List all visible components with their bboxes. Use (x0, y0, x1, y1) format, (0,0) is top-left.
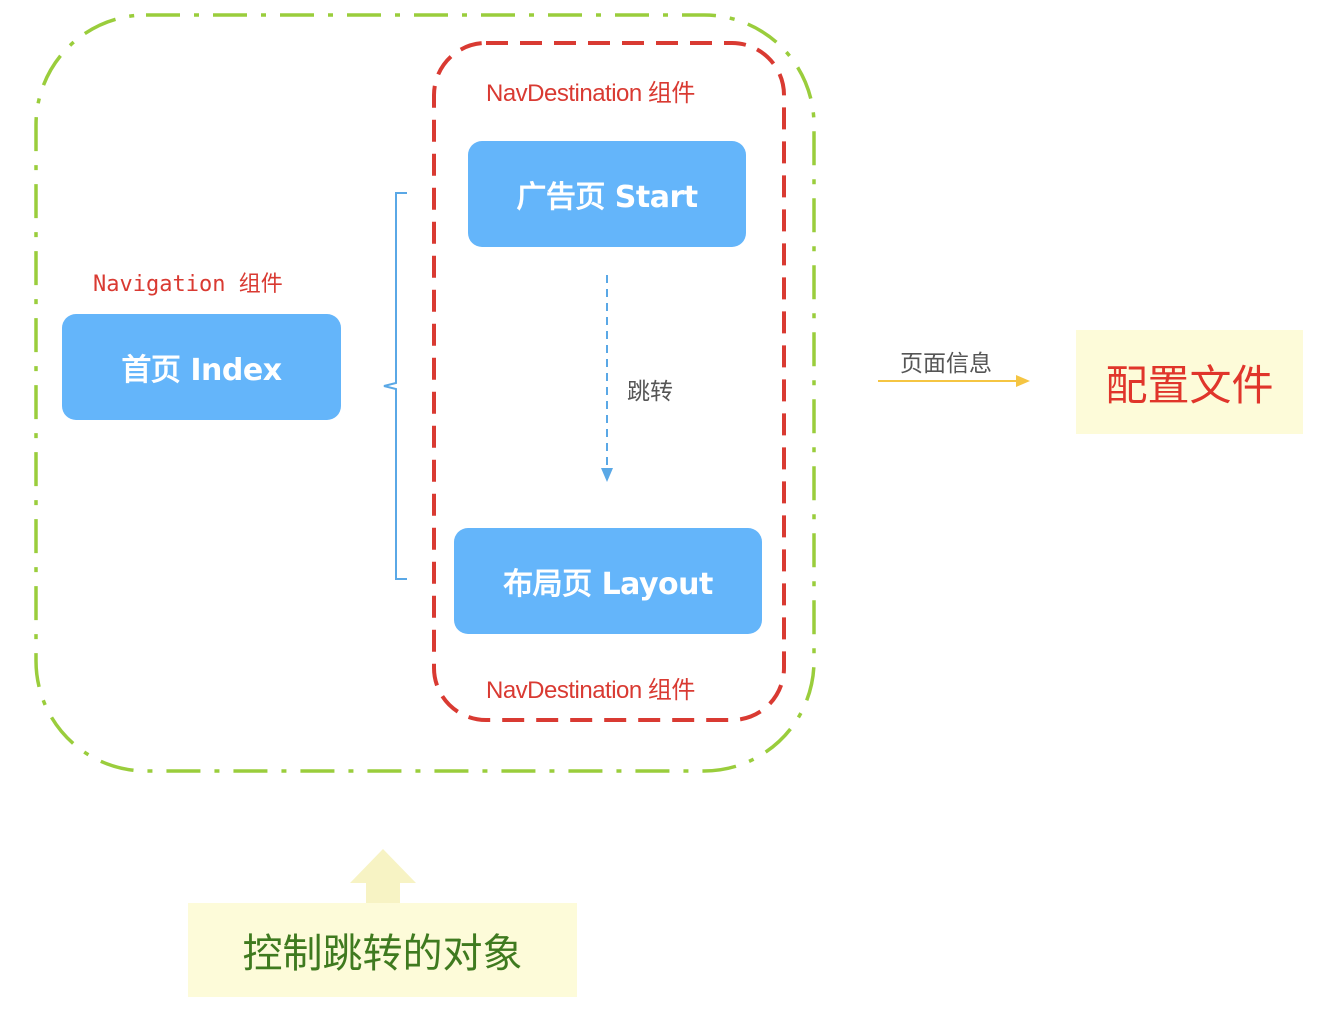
jump-arrow-head (601, 468, 613, 482)
navigation-container-border (34, 13, 816, 773)
start-node: 广告页 Start (468, 141, 746, 247)
navdestination-bottom-label: NavDestination 组件 (486, 677, 695, 704)
info-arrow-head (1016, 375, 1030, 387)
navdestination-container-border (432, 41, 786, 722)
config-file-note: 配置文件 (1076, 330, 1303, 434)
control-object-note: 控制跳转的对象 (188, 903, 577, 997)
bracket-connector (383, 192, 407, 580)
up-arrow (350, 849, 416, 903)
navigation-label: Navigation 组件 (93, 272, 283, 297)
navdestination-top-label: NavDestination 组件 (486, 80, 695, 107)
layout-node: 布局页 Layout (454, 528, 762, 634)
jump-label: 跳转 (627, 379, 673, 405)
page-info-label: 页面信息 (900, 351, 992, 377)
index-node: 首页 Index (62, 314, 341, 420)
